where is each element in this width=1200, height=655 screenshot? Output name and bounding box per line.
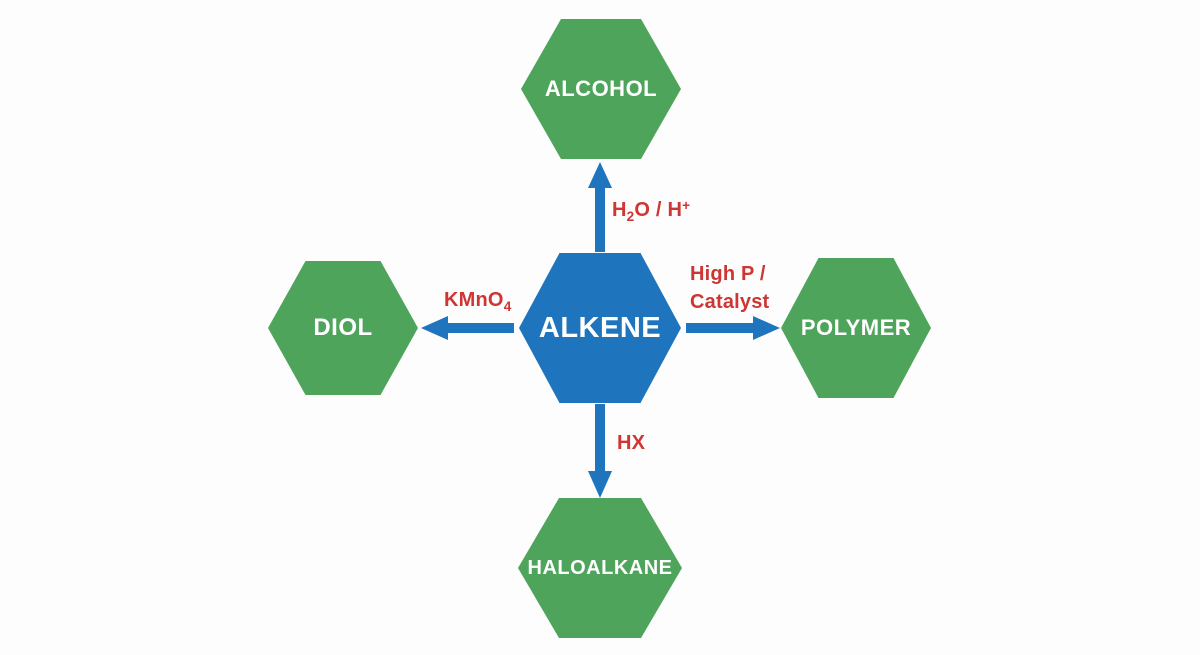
reagent-right-line2: Catalyst — [690, 291, 770, 313]
reagent-label-kmno4: KMnO4 — [444, 289, 512, 314]
reagent-right-line1: High P / — [690, 263, 766, 285]
node-alkene: ALKENE — [519, 253, 681, 403]
arrow-up-icon — [588, 162, 612, 252]
reagent-label-polymerisation: High P / Catalyst — [690, 260, 769, 316]
arrow-left-icon — [421, 316, 514, 340]
node-alcohol-label: ALCOHOL — [544, 76, 658, 101]
node-haloalkane-label: HALOALKANE — [527, 556, 673, 579]
reagent-label-hydration: H2O / H+ — [612, 197, 691, 224]
node-alcohol: ALCOHOL — [521, 19, 681, 159]
node-polymer: POLYMER — [781, 258, 931, 398]
reagent-label-hx: HX — [617, 432, 646, 454]
arrow-right-icon — [686, 316, 780, 340]
node-alkene-label: ALKENE — [538, 311, 662, 344]
arrow-down-icon — [588, 404, 612, 498]
node-diol: DIOL — [268, 261, 418, 395]
node-diol-label: DIOL — [313, 314, 373, 341]
node-polymer-label: POLYMER — [800, 315, 912, 340]
